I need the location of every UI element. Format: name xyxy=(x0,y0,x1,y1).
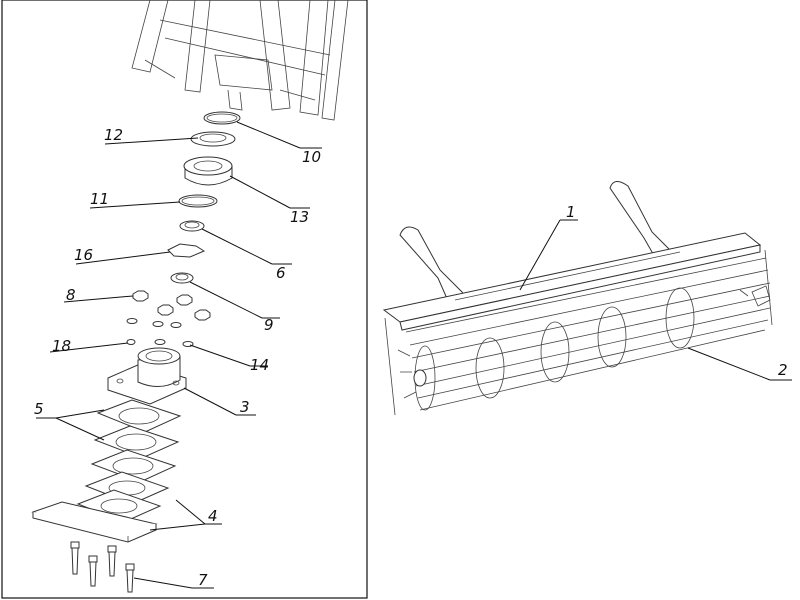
callout-2: 2 xyxy=(778,361,788,379)
callout-1: 1 xyxy=(566,203,576,221)
callout-14: 14 xyxy=(250,356,269,374)
callout-5: 5 xyxy=(34,400,44,418)
part-10-retaining-ring xyxy=(203,111,241,125)
callout-6: 6 xyxy=(276,264,286,282)
leader-1 xyxy=(519,219,561,291)
part-11-circlip xyxy=(178,194,218,208)
callout-8: 8 xyxy=(66,286,76,304)
part-4-plates xyxy=(31,471,170,543)
exploded-view: 12 10 13 11 6 16 9 8 18 14 3 5 4 7 xyxy=(31,0,349,593)
part-14-washers xyxy=(126,318,194,347)
exploded-view-frame xyxy=(1,0,368,599)
callout-12: 12 xyxy=(104,126,123,144)
reel-fragment xyxy=(131,0,349,121)
part-9-nut xyxy=(170,272,194,284)
part-6-bushing xyxy=(179,220,205,232)
part-3-housing xyxy=(107,347,187,405)
part-16-lock-washer xyxy=(167,243,206,258)
frame-beam xyxy=(382,232,762,331)
callout-10: 10 xyxy=(302,148,321,166)
part-12-washer xyxy=(190,131,236,147)
assembly-view: 1 2 xyxy=(382,181,792,416)
callout-7: 7 xyxy=(198,571,208,589)
callout-11: 11 xyxy=(90,190,109,208)
callout-3: 3 xyxy=(240,398,250,416)
leader-2 xyxy=(687,347,771,381)
callout-13: 13 xyxy=(290,208,309,226)
callout-18: 18 xyxy=(52,337,71,355)
reel-cage xyxy=(384,249,773,416)
callout-16: 16 xyxy=(74,246,93,264)
callout-4: 4 xyxy=(208,507,218,525)
part-8-nuts xyxy=(132,290,211,321)
part-7-bolts xyxy=(70,541,135,593)
callout-9: 9 xyxy=(264,316,274,334)
part-13-bearing xyxy=(183,156,233,186)
part-18-stud xyxy=(126,339,136,345)
leader-lines xyxy=(36,121,322,589)
part-5-gaskets xyxy=(90,399,182,483)
